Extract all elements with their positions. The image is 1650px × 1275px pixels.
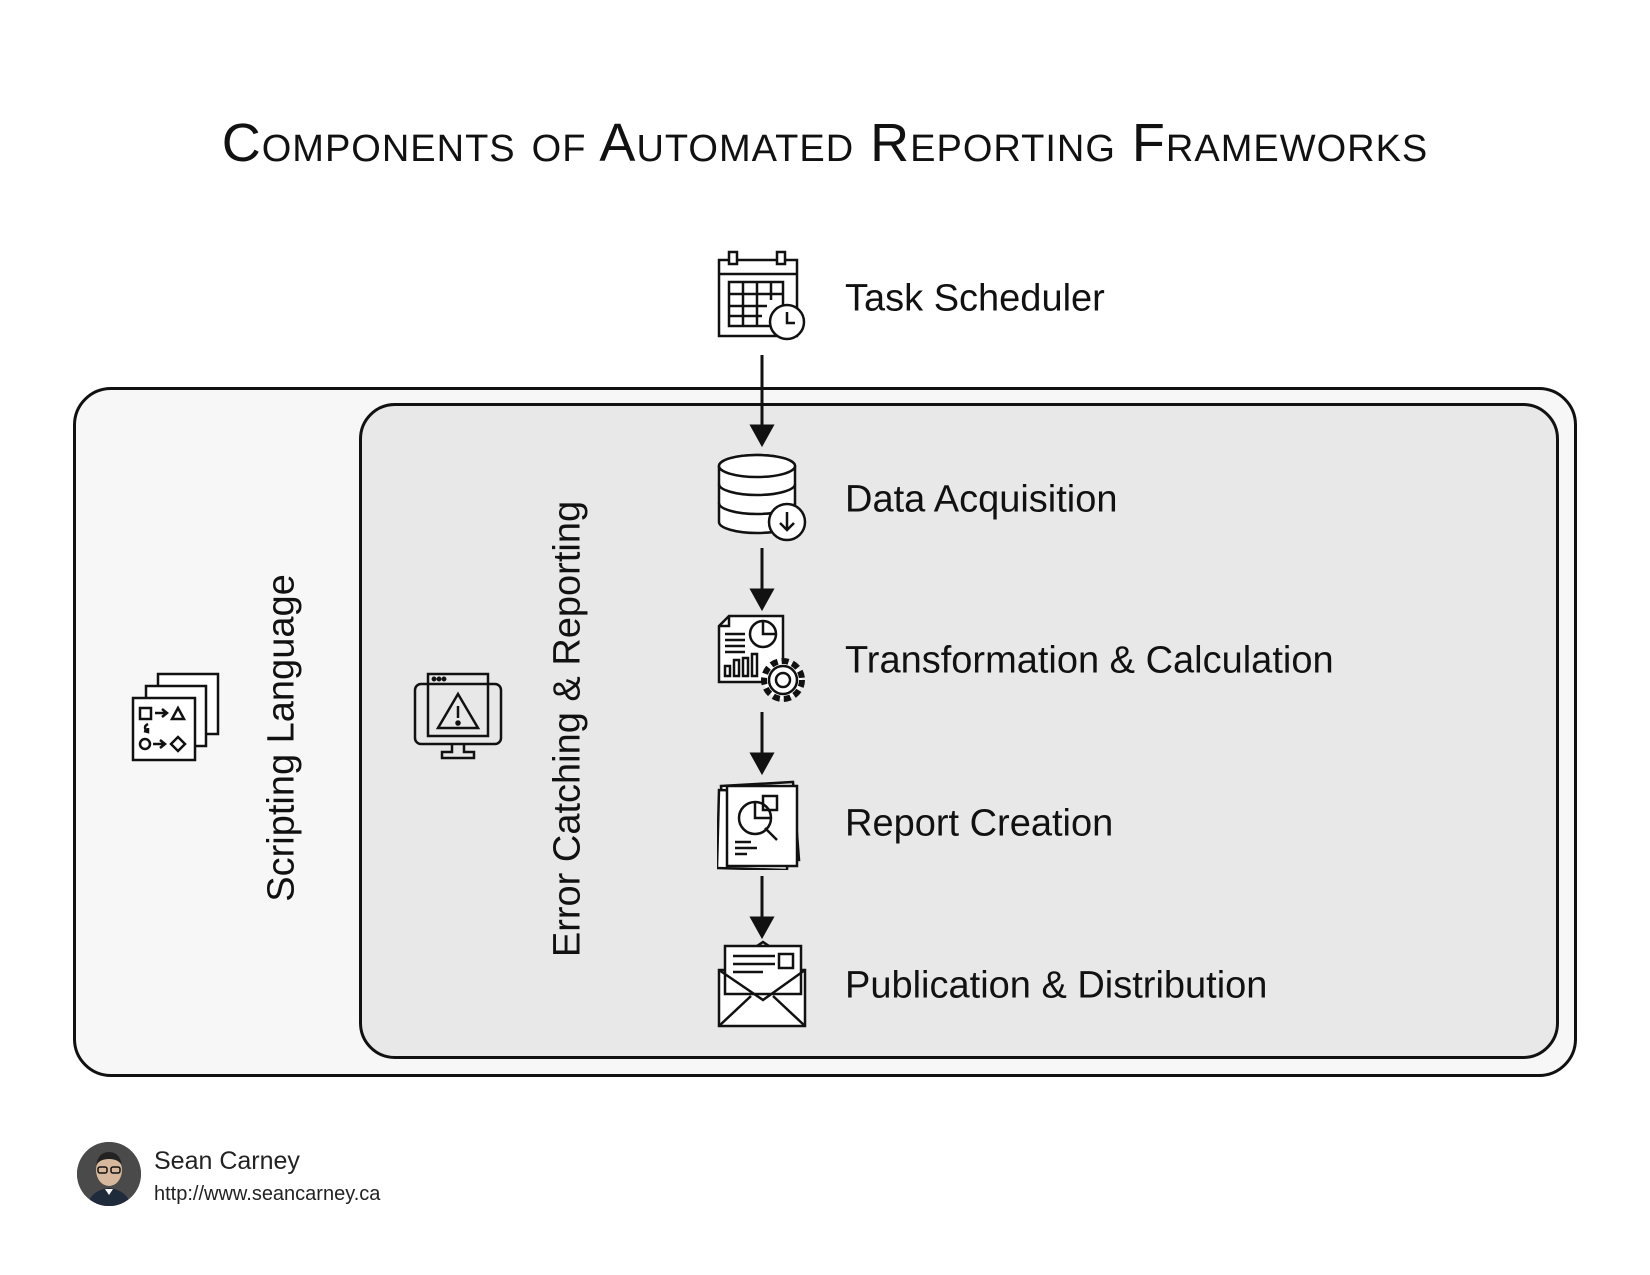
- database-download-icon: [717, 453, 807, 542]
- report-gear-icon: [717, 614, 805, 702]
- monitor-warning-icon: [413, 672, 503, 760]
- step-report-creation: Report Creation: [845, 802, 1114, 845]
- calendar-clock-icon: [717, 250, 806, 341]
- step-task-scheduler: Task Scheduler: [845, 277, 1105, 320]
- diagram-title: Components of Automated Reporting Framew…: [221, 113, 1429, 173]
- avatar: [77, 1142, 141, 1206]
- step-transformation-calculation: Transformation & Calculation: [845, 639, 1334, 682]
- author-url[interactable]: http://www.seancarney.ca: [154, 1183, 381, 1205]
- step-publication-distribution: Publication & Distribution: [845, 964, 1268, 1007]
- error-catching-container: [359, 403, 1559, 1059]
- step-data-acquisition: Data Acquisition: [845, 478, 1118, 521]
- envelope-letter-icon: [717, 940, 807, 1028]
- documents-chart-icon: [717, 780, 801, 870]
- person-icon: [77, 1142, 141, 1206]
- flowchart-pages-icon: [131, 672, 220, 762]
- author-name: Sean Carney: [154, 1147, 300, 1175]
